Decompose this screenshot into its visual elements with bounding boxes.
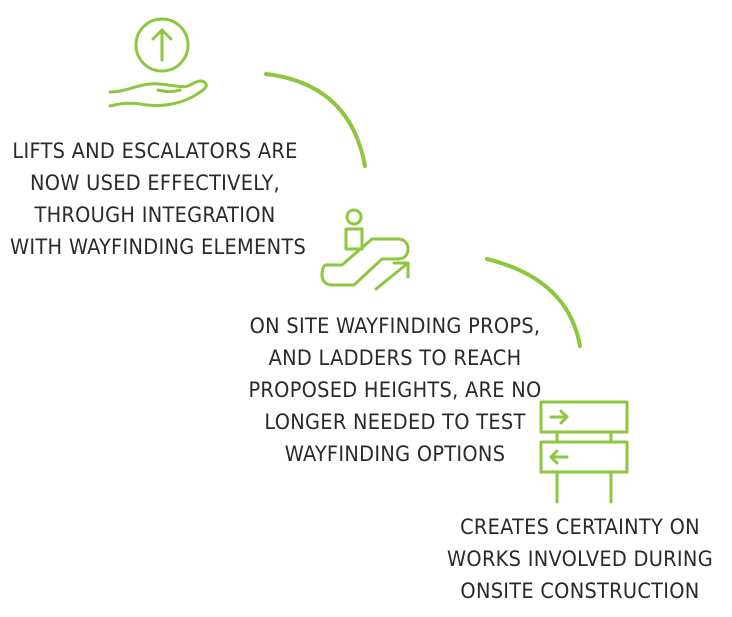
escalator-icon [320,208,410,291]
caption-line: WITH WAYFINDING ELEMENTS [10,235,307,260]
caption-line: AND LADDERS TO REACH [268,346,522,371]
caption-line: NOW USED EFFECTIVELY, [30,171,280,196]
directional-signpost-icon [539,400,629,504]
caption-line: THROUGH INTEGRATION [34,203,276,228]
hand-with-up-arrow-icon [108,17,208,108]
caption-line: CREATES CERTAINTY ON [460,515,700,540]
caption-line: ON SITE WAYFINDING PROPS, [249,314,541,339]
step-2-caption: ON SITE WAYFINDING PROPS, AND LADDERS TO… [205,311,585,471]
caption-line: WAYFINDING OPTIONS [284,442,506,467]
caption-line: WORKS INVOLVED DURING [447,547,713,572]
connector-arc-2 [485,257,582,348]
connector-arc-1 [264,72,367,168]
caption-line: PROPOSED HEIGHTS, ARE NO [248,378,542,403]
caption-line: ONSITE CONSTRUCTION [460,579,700,604]
caption-line: LIFTS AND ESCALATORS ARE [12,139,298,164]
caption-line: LONGER NEEDED TO TEST [264,410,526,435]
step-1-caption: LIFTS AND ESCALATORS ARE NOW USED EFFECT… [10,136,307,264]
step-3-caption: CREATES CERTAINTY ON WORKS INVOLVED DURI… [445,512,715,608]
